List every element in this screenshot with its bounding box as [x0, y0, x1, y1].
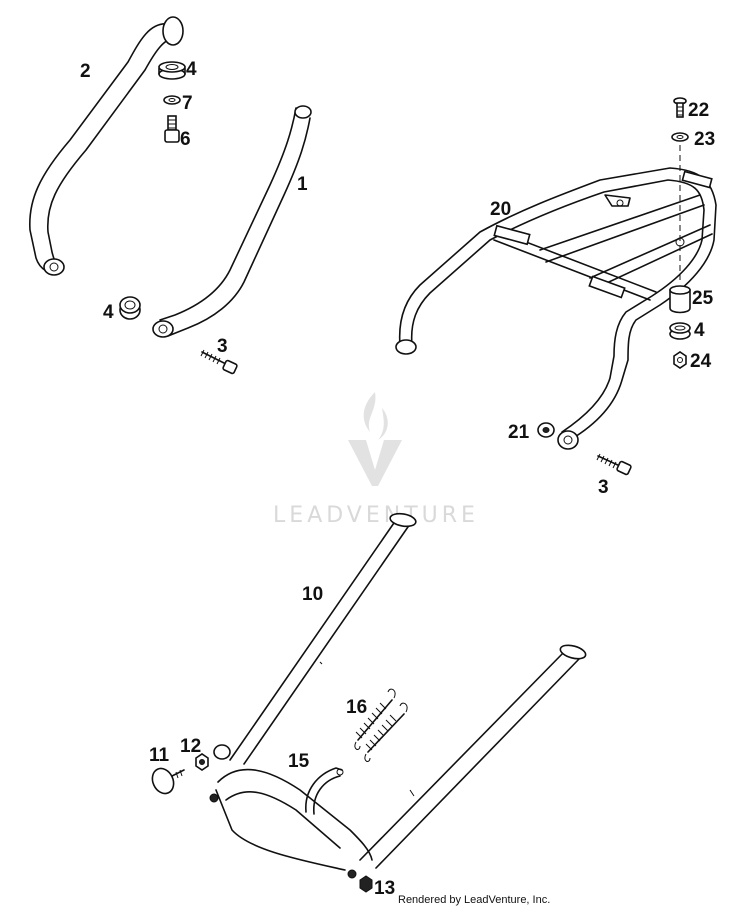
label-part-21: 21	[508, 422, 530, 443]
part-20-luggage-rack[interactable]	[395, 167, 717, 450]
part-23-washer[interactable]	[671, 132, 689, 142]
watermark-text: LEADVENTURE	[273, 503, 479, 528]
label-part-3-left: 3	[217, 336, 228, 357]
label-part-4-left: 4	[103, 302, 114, 323]
label-part-22: 22	[688, 100, 709, 121]
part-1-grab-bar[interactable]	[152, 105, 312, 338]
leadventure-watermark-logo	[348, 392, 402, 486]
label-part-15: 15	[288, 751, 310, 772]
part-25-spacer[interactable]	[669, 285, 691, 314]
label-part-1: 1	[297, 174, 308, 195]
part-3-bolt-left[interactable]	[200, 349, 238, 375]
label-part-20: 20	[490, 199, 511, 220]
label-part-2: 2	[80, 61, 91, 82]
label-part-24: 24	[690, 351, 712, 372]
part-15-bracket[interactable]	[305, 767, 344, 815]
part-22-screw[interactable]	[673, 97, 687, 118]
part-16-springs[interactable]	[354, 688, 408, 762]
rendered-by-credit: Rendered by LeadVenture, Inc.	[398, 894, 550, 906]
part-4-grommet-right[interactable]	[669, 322, 691, 340]
part-4-grommet-top[interactable]	[158, 61, 186, 80]
label-part-6: 6	[180, 129, 191, 150]
label-part-10: 10	[302, 584, 323, 605]
label-part-16: 16	[346, 697, 367, 718]
part-6-bolt[interactable]	[164, 115, 180, 143]
part-24-nut[interactable]	[673, 351, 687, 369]
label-part-11: 11	[149, 745, 170, 766]
label-part-3-right: 3	[598, 477, 609, 498]
part-13-nut[interactable]	[359, 875, 373, 893]
part-12-nut[interactable]	[195, 753, 209, 771]
label-part-4-top: 4	[186, 59, 197, 80]
label-part-12: 12	[180, 736, 201, 757]
label-part-4-right: 4	[694, 320, 705, 341]
part-4-grommet-left[interactable]	[119, 296, 141, 320]
part-3-bolt-right[interactable]	[596, 453, 632, 476]
part-7-washer[interactable]	[163, 95, 181, 105]
part-10-center-stand[interactable]	[209, 512, 587, 879]
part-21-washer[interactable]	[537, 422, 555, 438]
label-part-13: 13	[374, 878, 395, 899]
label-part-25: 25	[692, 288, 714, 309]
label-part-23: 23	[694, 129, 715, 150]
part-2-grab-bar[interactable]	[29, 16, 184, 276]
part-11-stopper[interactable]	[148, 765, 185, 797]
label-part-7: 7	[182, 93, 193, 114]
